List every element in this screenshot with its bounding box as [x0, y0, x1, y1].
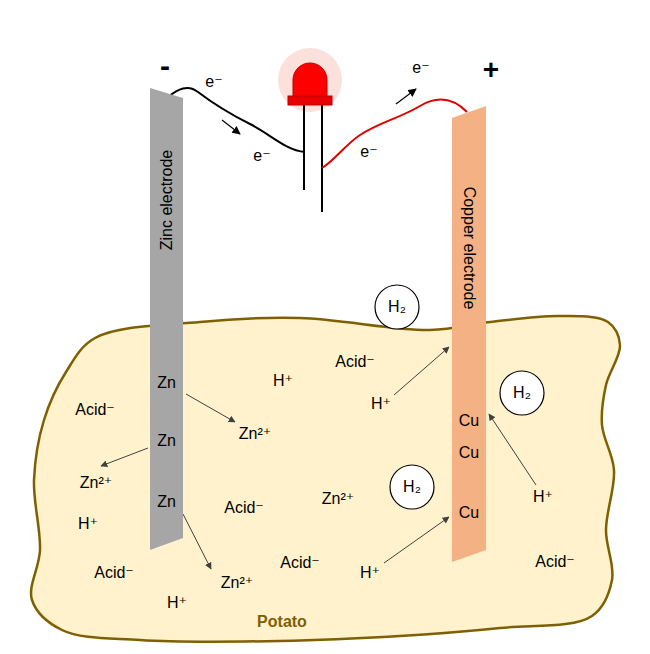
element-symbol: Zn — [157, 432, 176, 450]
ion-label: Acid⁻ — [335, 353, 375, 371]
ion-label: H⁺ — [371, 395, 391, 413]
ion-label: H⁺ — [167, 594, 187, 612]
potato-body-shape — [25, 310, 625, 645]
potato-label: Potato — [257, 613, 307, 631]
electrode-name: Copper electrode — [460, 187, 478, 310]
ion-label: Acid⁻ — [75, 401, 115, 419]
terminal-sign: - — [160, 49, 170, 84]
ion-label: Zn²⁺ — [80, 474, 112, 492]
ion-label: H⁺ — [273, 372, 293, 390]
electron-label: e⁻ — [360, 143, 377, 161]
led-leg — [303, 104, 305, 190]
potato-outline — [31, 316, 620, 642]
element-symbol: Cu — [459, 444, 479, 462]
led-rim — [288, 96, 332, 105]
gas-formula: H₂ — [513, 384, 531, 402]
electron-label: e⁻ — [253, 147, 270, 165]
bubble-outline — [375, 285, 419, 329]
copper-electrode-shape — [452, 106, 486, 562]
zinc-electrode: Zinc electrodeZnZnZn — [150, 88, 183, 550]
gas-formula: H₂ — [388, 298, 406, 316]
ion-label: H⁺ — [360, 564, 380, 582]
potato-body: Potato H₂ H₂ — [25, 310, 625, 645]
gas-bubble: H₂ — [499, 370, 545, 416]
led-glow — [278, 48, 342, 112]
electron-label: e⁻ — [205, 73, 222, 91]
electrode-plate — [452, 106, 486, 562]
red-wire — [322, 99, 467, 168]
electrode-name: Zinc electrode — [157, 150, 175, 251]
electron-arrow — [396, 89, 416, 104]
gas-bubble: H₂ — [389, 464, 435, 510]
led-dome — [293, 63, 327, 98]
ion-label: Zn²⁺ — [322, 490, 354, 508]
copper-electrode: Copper electrodeCuCuCu — [452, 106, 486, 562]
gas-formula: H₂ — [403, 478, 421, 496]
ion-label: H⁺ — [533, 488, 553, 506]
element-symbol: Cu — [459, 504, 479, 522]
gas-bubble: H₂ — [374, 284, 420, 330]
element-symbol: Zn — [157, 493, 176, 511]
ion-label: H⁺ — [78, 515, 98, 533]
bubble-outline — [390, 465, 434, 509]
led-leg — [321, 104, 323, 212]
black-wire — [168, 88, 305, 152]
ion-label: Acid⁻ — [94, 564, 134, 582]
bubble-outline — [500, 371, 544, 415]
ion-label: Zn²⁺ — [239, 425, 271, 443]
ion-label: Acid⁻ — [280, 554, 320, 572]
element-symbol: Cu — [459, 412, 479, 430]
terminal-sign: + — [483, 54, 499, 86]
element-symbol: Zn — [157, 374, 176, 392]
ion-label: Acid⁻ — [224, 499, 264, 517]
electrode-plate — [150, 88, 183, 550]
electron-arrow — [222, 120, 240, 134]
ion-label: Acid⁻ — [535, 553, 575, 571]
electron-label: e⁻ — [412, 59, 429, 77]
ion-label: Zn²⁺ — [221, 574, 253, 592]
